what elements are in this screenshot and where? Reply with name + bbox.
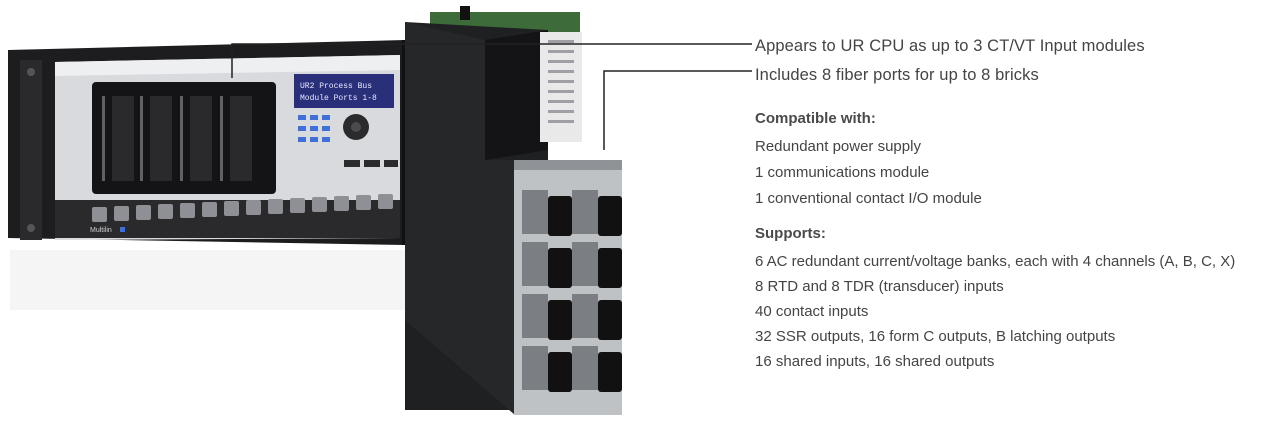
lcd-line-2: Module Ports 1-8 [300, 94, 377, 103]
callout-fiber-ports: Includes 8 fiber ports for up to 8 brick… [755, 66, 1039, 84]
brand-logo: Multilin [90, 227, 112, 234]
list-item: Redundant power supply [755, 138, 921, 155]
keypad [298, 115, 330, 142]
list-item: 6 AC redundant current/voltage banks, ea… [755, 253, 1236, 270]
led-columns [102, 96, 252, 181]
specs-panel: Compatible with: Redundant power supply … [755, 110, 1265, 387]
relay-chassis: UR2 Process Bus Module Ports 1-8 [8, 40, 410, 310]
process-bus-module [405, 6, 622, 415]
callout-line-2 [603, 70, 752, 150]
list-item: 32 SSR outputs, 16 form C outputs, B lat… [755, 328, 1116, 345]
pushbuttons [92, 194, 393, 222]
lcd-line-1: UR2 Process Bus [300, 82, 372, 91]
callout-cpu-modules: Appears to UR CPU as up to 3 CT/VT Input… [755, 37, 1145, 55]
compatible-list: Redundant power supply 1 communications … [755, 134, 1265, 212]
fiber-ports [522, 190, 622, 392]
callout-lines [231, 43, 752, 150]
list-item: 8 RTD and 8 TDR (transducer) inputs [755, 278, 1004, 295]
list-item: 16 shared inputs, 16 shared outputs [755, 353, 995, 370]
list-item: 1 conventional contact I/O module [755, 190, 982, 207]
list-item: 1 communications module [755, 164, 930, 181]
supports-list: 6 AC redundant current/voltage banks, ea… [755, 249, 1265, 374]
compatible-heading: Compatible with: [755, 110, 876, 127]
callout-line-1 [231, 43, 752, 78]
list-item: 40 contact inputs [755, 303, 869, 320]
supports-heading: Supports: [755, 225, 826, 242]
